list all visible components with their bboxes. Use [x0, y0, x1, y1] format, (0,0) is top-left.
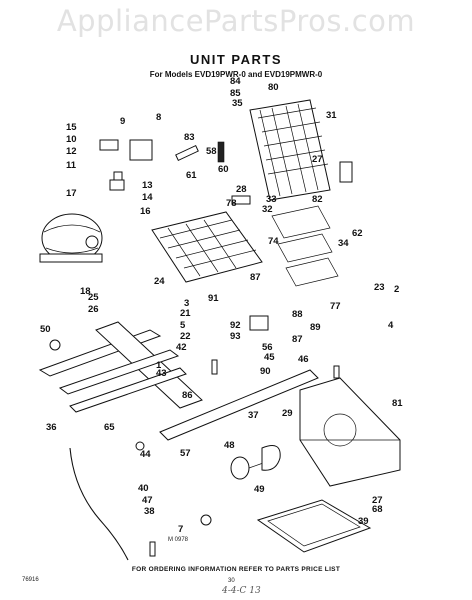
callout-10: 10 [66, 134, 77, 145]
defrost-heater [271, 205, 339, 287]
callout-60: 60 [218, 164, 229, 175]
callout-29: 29 [282, 408, 293, 419]
callout-87: 87 [250, 272, 261, 283]
callout-91: 91 [208, 293, 219, 304]
callout-13: 13 [142, 180, 153, 191]
callout-58: 58 [206, 146, 217, 157]
callout-18: 18 [80, 286, 91, 297]
callout-22: 22 [180, 331, 191, 342]
callout-8: 8 [156, 112, 161, 123]
page-number: 30 [228, 578, 235, 584]
callout-25: 25 [88, 292, 99, 303]
fan-shroud [299, 377, 401, 487]
callout-21: 21 [180, 308, 191, 319]
site-watermark: AppliancePartsPros.com [56, 4, 416, 38]
small-hardware [49, 141, 353, 557]
model-subtitle: For Models EVD19PWR-0 and EVD19PMWR-0 [149, 70, 323, 79]
callout-17: 17 [66, 188, 77, 199]
callout-37: 37 [248, 410, 259, 421]
handwritten-note: 4-4-C 13 [222, 586, 261, 596]
callout-23: 23 [374, 282, 385, 293]
callout-45: 45 [264, 352, 275, 363]
fan-motor [230, 445, 281, 480]
base-frame [38, 321, 203, 413]
callout-34: 34 [338, 238, 349, 249]
callout-16: 16 [140, 206, 151, 217]
page-title: UNIT PARTS [189, 52, 283, 67]
callout-48: 48 [224, 440, 235, 451]
callout-78: 78 [226, 198, 237, 209]
callout-61: 61 [186, 170, 197, 181]
callout-14: 14 [142, 192, 153, 203]
callout-43: 43 [156, 368, 167, 379]
compressor [39, 213, 103, 263]
callout-44: 44 [140, 449, 151, 460]
callout-85: 85 [230, 88, 241, 99]
evaporator-coil [249, 99, 331, 201]
document-code: 76916 [22, 577, 39, 583]
callout-65: 65 [104, 422, 115, 433]
relay-parts [99, 139, 153, 191]
callout-80: 80 [268, 82, 279, 93]
callout-5: 5 [180, 320, 186, 331]
callout-84: 84 [230, 76, 241, 87]
callout-46: 46 [298, 354, 309, 365]
callout-27: 27 [372, 495, 383, 506]
callout-83: 83 [184, 132, 195, 143]
callout-15: 15 [66, 122, 77, 133]
callout-77: 77 [330, 301, 341, 312]
callout-87: 87 [292, 334, 303, 345]
power-cord [69, 447, 129, 561]
callout-7: 7 [178, 524, 183, 535]
condenser-coil [151, 211, 263, 283]
callout-39: 39 [358, 516, 369, 527]
callout-86: 86 [182, 390, 193, 401]
callout-3: 3 [184, 298, 189, 309]
figure-code: M 0978 [168, 537, 189, 543]
callout-11: 11 [66, 160, 77, 171]
callout-93: 93 [230, 331, 241, 342]
callout-2: 2 [394, 284, 399, 295]
callout-56: 56 [262, 342, 273, 353]
callout-32: 32 [262, 204, 273, 215]
callout-38: 38 [144, 506, 155, 517]
callout-47: 47 [142, 495, 153, 506]
support-rail [159, 369, 319, 441]
callout-36: 36 [46, 422, 57, 433]
callout-35: 35 [232, 98, 243, 109]
callout-1: 1 [156, 360, 162, 371]
callout-28: 28 [236, 184, 247, 195]
callout-50: 50 [40, 324, 51, 335]
callout-27: 27 [312, 154, 323, 165]
callout-49: 49 [254, 484, 265, 495]
callout-89: 89 [310, 322, 321, 333]
callout-92: 92 [230, 320, 241, 331]
callout-68: 68 [372, 504, 383, 515]
callout-88: 88 [292, 309, 303, 320]
callout-31: 31 [326, 110, 337, 121]
drain-pan [256, 499, 372, 553]
callout-81: 81 [392, 398, 403, 409]
callout-4: 4 [388, 320, 394, 331]
callout-42: 42 [176, 342, 187, 353]
callout-24: 24 [154, 276, 165, 287]
callout-74: 74 [268, 236, 279, 247]
callout-57: 57 [180, 448, 191, 459]
callout-12: 12 [66, 146, 77, 157]
callout-40: 40 [138, 483, 149, 494]
callout-62: 62 [352, 228, 363, 239]
ordering-footer: FOR ORDERING INFORMATION REFER TO PARTS … [131, 566, 341, 573]
callout-82: 82 [312, 194, 323, 205]
callout-9: 9 [120, 116, 125, 127]
callout-90: 90 [260, 366, 271, 377]
callout-33: 33 [266, 194, 277, 205]
callout-26: 26 [88, 304, 99, 315]
